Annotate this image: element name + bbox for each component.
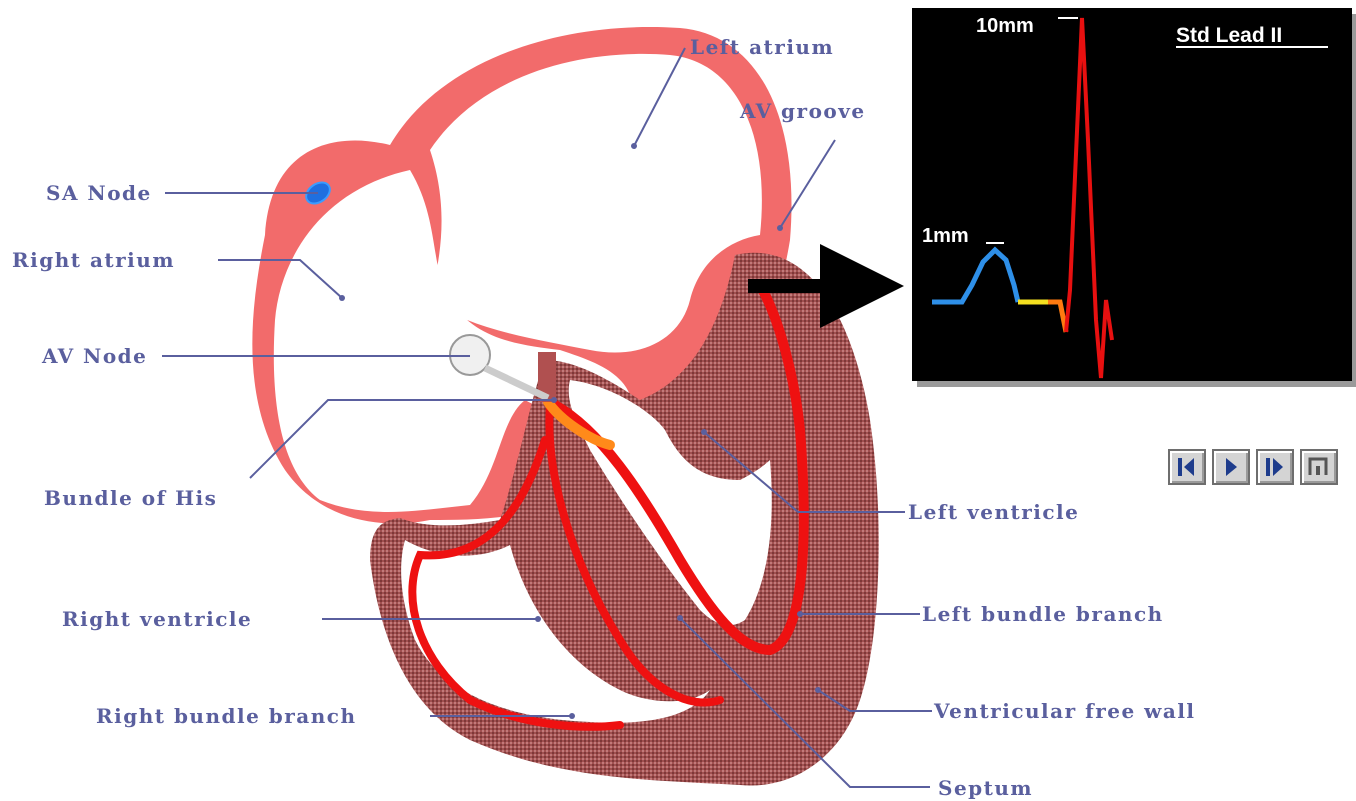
ecg-lead-title: Std Lead II — [1176, 24, 1282, 47]
label-bundle-of-his: Bundle of His — [44, 486, 217, 510]
step-back-icon — [1174, 455, 1200, 479]
play-button[interactable] — [1212, 449, 1250, 485]
label-sa-node: SA Node — [46, 181, 152, 205]
ecg-scale-1mm-label: 1mm — [922, 225, 969, 247]
stop-icon — [1306, 455, 1332, 479]
ecg-panel-background — [912, 8, 1352, 381]
step-back-button[interactable] — [1168, 449, 1206, 485]
label-right-bundle-branch: Right bundle branch — [96, 704, 357, 728]
play-icon — [1218, 455, 1244, 479]
label-left-bundle-branch: Left bundle branch — [922, 602, 1164, 626]
label-left-atrium: Left atrium — [690, 35, 834, 59]
label-right-atrium: Right atrium — [12, 248, 175, 272]
label-left-ventricle: Left ventricle — [908, 500, 1079, 524]
step-forward-button[interactable] — [1256, 449, 1294, 485]
step-forward-icon — [1262, 455, 1288, 479]
label-septum: Septum — [938, 776, 1033, 800]
label-av-groove: AV groove — [739, 99, 866, 123]
ecg-panel: Std Lead II 10mm 1mm — [912, 8, 1356, 387]
heart — [252, 27, 878, 786]
label-ventricular-free-wall: Ventricular free wall — [933, 699, 1196, 723]
stop-button[interactable] — [1300, 449, 1338, 485]
label-av-node: AV Node — [41, 344, 147, 368]
ecg-scale-10mm-label: 10mm — [976, 15, 1034, 37]
label-right-ventricle: Right ventricle — [62, 607, 252, 631]
